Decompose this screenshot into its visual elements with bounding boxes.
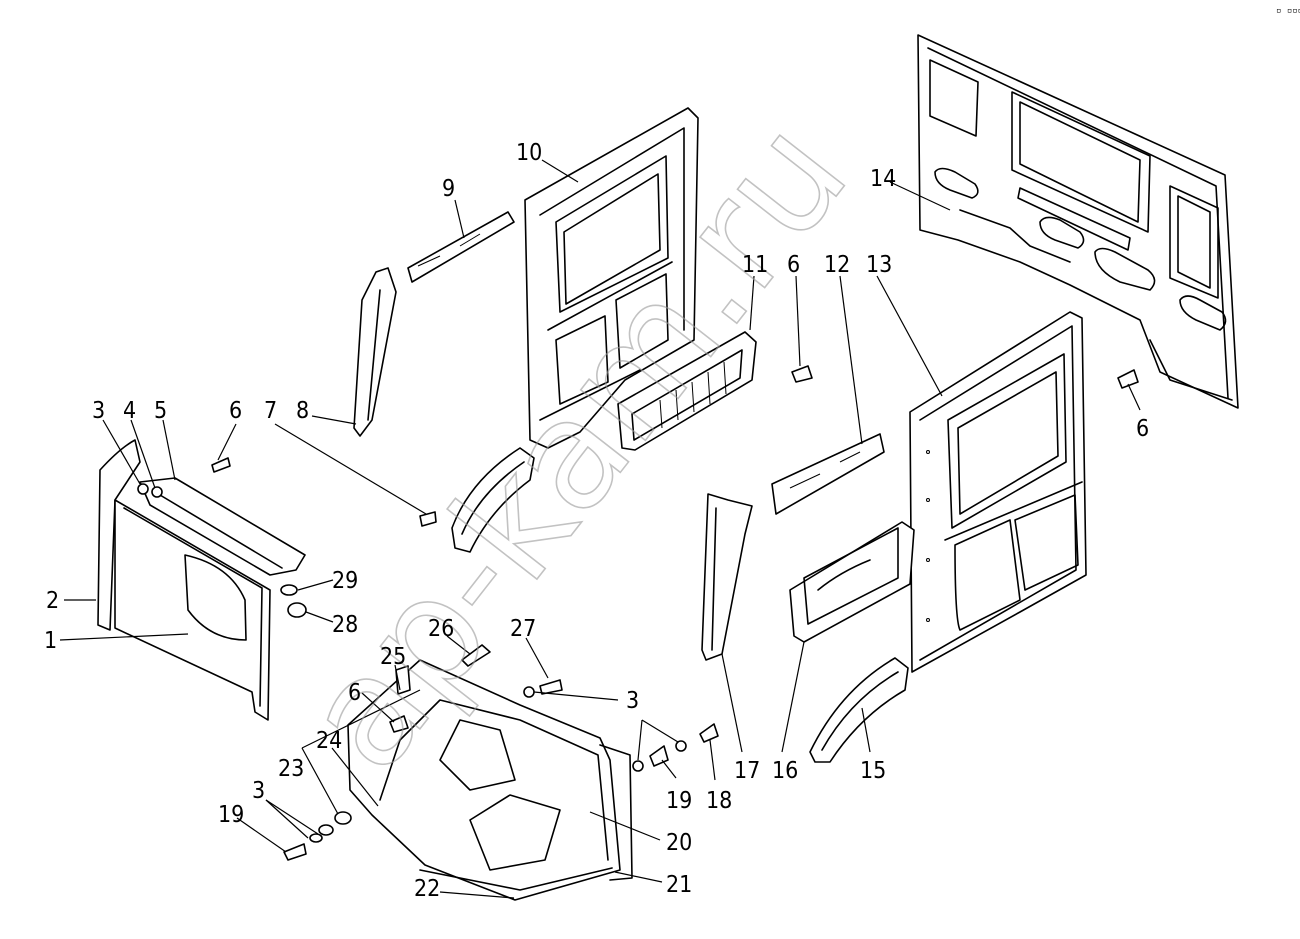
corner-mark: ▫ ▫▫▫ xyxy=(1276,6,1300,16)
washer-3a xyxy=(137,483,149,495)
part-14-rear-panel xyxy=(917,34,1239,409)
washer-3e xyxy=(632,760,644,772)
callout-10: 10 xyxy=(516,140,542,166)
callout-15: 15 xyxy=(860,758,886,784)
callout-2: 2 xyxy=(46,588,59,614)
callout-24: 24 xyxy=(316,728,342,754)
callout-25: 25 xyxy=(380,644,406,670)
callout-7: 7 xyxy=(264,398,277,424)
part-11-grille xyxy=(617,331,757,451)
callout-6: 6 xyxy=(1136,416,1149,442)
callout-22: 22 xyxy=(414,876,440,902)
callout-1: 1 xyxy=(44,628,57,654)
screw-18 xyxy=(699,723,719,743)
callout-19: 19 xyxy=(666,788,692,814)
callout-29: 29 xyxy=(332,568,358,594)
callout-23: 23 xyxy=(278,756,304,782)
callout-6: 6 xyxy=(348,680,361,706)
bolt-27 xyxy=(539,679,563,695)
callout-3: 3 xyxy=(252,778,265,804)
screw-6d xyxy=(389,715,409,733)
callout-28: 28 xyxy=(332,612,358,638)
washer-4 xyxy=(151,486,163,498)
callout-16: 16 xyxy=(772,758,798,784)
callout-14: 14 xyxy=(870,166,896,192)
part-16-door-pocket xyxy=(789,521,915,643)
part-13-right-side-panel xyxy=(909,311,1087,673)
part-8-pillar-trim xyxy=(353,267,397,437)
washer-3f xyxy=(675,740,687,752)
callout-9: 9 xyxy=(442,176,455,202)
bolt-19a xyxy=(283,843,307,861)
callout-26: 26 xyxy=(428,616,454,642)
part-wheel-arch-left xyxy=(451,447,535,553)
screw-6c xyxy=(1117,369,1139,389)
screw-6a2 xyxy=(419,511,437,527)
washer-3b xyxy=(523,686,535,698)
nut-23 xyxy=(334,811,352,825)
callout-18: 18 xyxy=(706,788,732,814)
screw-6b xyxy=(791,365,813,383)
screw-6a xyxy=(211,457,231,473)
part-12-trim-strip xyxy=(771,433,885,515)
callout-6: 6 xyxy=(787,252,800,278)
callout-11: 11 xyxy=(742,252,768,278)
callout-17: 17 xyxy=(734,758,760,784)
part-20-21-floor-tub xyxy=(347,659,633,901)
part-10-left-side-panel xyxy=(524,107,699,449)
part-17-pillar xyxy=(701,493,753,661)
callout-4: 4 xyxy=(123,398,136,424)
part-15-wheel-arch-right xyxy=(809,657,909,763)
callout-5: 5 xyxy=(154,398,167,424)
part-1-2-left-panel xyxy=(97,439,271,721)
callout-labels: 1 2 3 4 5 6 7 8 9 10 11 6 12 13 14 6 29 … xyxy=(44,140,1149,902)
washer-3d xyxy=(309,833,323,843)
callout-8: 8 xyxy=(296,398,309,424)
fasteners xyxy=(137,365,1139,861)
callout-27: 27 xyxy=(510,616,536,642)
nut-28 xyxy=(287,602,307,618)
callout-13: 13 xyxy=(866,252,892,278)
bolt-19b xyxy=(649,745,669,767)
screw-26 xyxy=(461,644,491,667)
callout-3: 3 xyxy=(92,398,105,424)
callout-20: 20 xyxy=(666,830,692,856)
washer-29 xyxy=(280,584,298,596)
callout-21: 21 xyxy=(666,872,692,898)
leader-lines xyxy=(59,159,1141,899)
callout-3: 3 xyxy=(626,688,639,714)
washer-3c xyxy=(318,824,334,836)
callout-19: 19 xyxy=(218,802,244,828)
callout-12: 12 xyxy=(824,252,850,278)
part-9-trim-strip xyxy=(407,211,515,283)
callout-6: 6 xyxy=(229,398,242,424)
